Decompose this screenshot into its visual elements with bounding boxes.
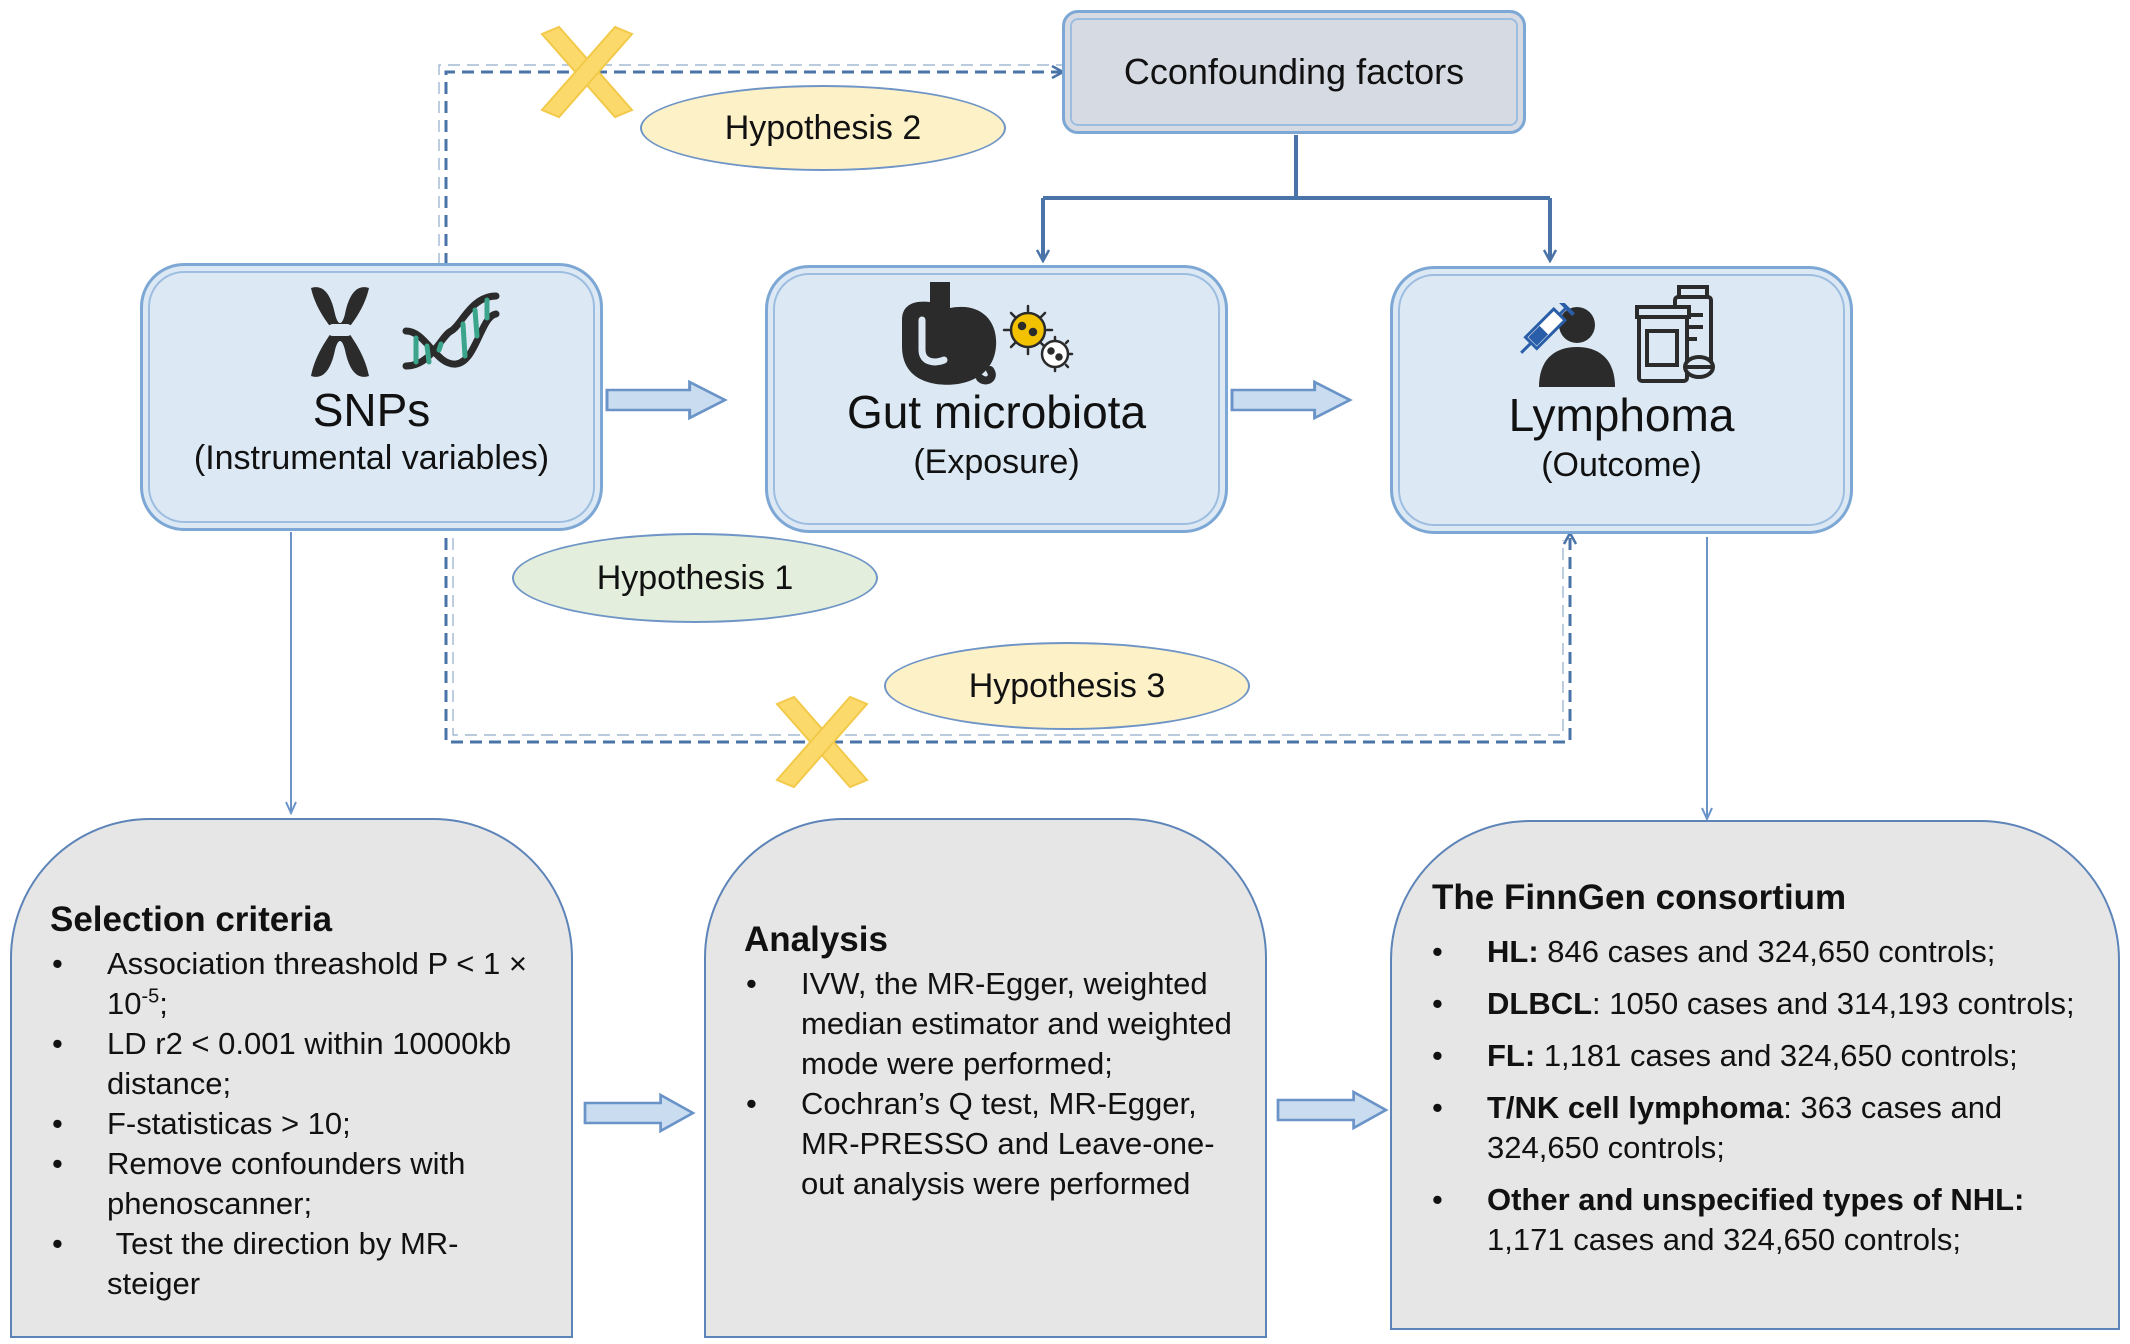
chromosome-icon xyxy=(311,287,369,377)
list-item: •F-statisticas > 10; xyxy=(52,1106,351,1141)
hypothesis-3-ellipse: Hypothesis 3 xyxy=(884,642,1250,730)
gut-microbiota-node: Gut microbiota (Exposure) xyxy=(765,265,1228,533)
analysis-list: •IVW, the MR-Egger, weighted median esti… xyxy=(746,964,1236,1204)
gut-subtitle: (Exposure) xyxy=(913,443,1080,481)
confounding-factors-label: Cconfounding factors xyxy=(1123,51,1465,92)
snps-title: SNPs xyxy=(312,384,431,436)
list-item: •DLBCL: 1050 cases and 314,193 controls; xyxy=(1432,986,2075,1021)
finngen-list: •HL: 846 cases and 324,650 controls; •DL… xyxy=(1432,932,2092,1260)
hypothesis-1-ellipse: Hypothesis 1 xyxy=(512,533,878,623)
hypothesis-2-ellipse: Hypothesis 2 xyxy=(640,85,1006,171)
dna-helix-icon xyxy=(402,292,500,370)
analysis-panel: Analysis •IVW, the MR-Egger, weighted me… xyxy=(704,818,1267,1338)
list-item: •IVW, the MR-Egger, weighted median esti… xyxy=(746,966,1232,1081)
stomach-icon xyxy=(902,282,997,385)
lymphoma-subtitle: (Outcome) xyxy=(1541,446,1702,484)
hypothesis-2-path xyxy=(438,64,1062,265)
hypothesis-2-label: Hypothesis 2 xyxy=(724,108,922,147)
confounding-factors-box: Cconfounding factors xyxy=(1062,10,1526,134)
finngen-title: The FinnGen consortium xyxy=(1432,878,1847,917)
list-item: •Cochran’s Q test, MR-Egger, MR-PRESSO a… xyxy=(746,1086,1215,1201)
selection-criteria-panel: Selection criteria •Association threasho… xyxy=(10,818,573,1338)
analysis-title: Analysis xyxy=(744,920,888,959)
selection-criteria-title: Selection criteria xyxy=(50,900,333,939)
lymphoma-node: Lymphoma (Outcome) xyxy=(1390,266,1853,534)
list-item: •Other and unspecified types of NHL: 1,1… xyxy=(1432,1182,2025,1257)
analysis-to-finngen-arrow xyxy=(1276,1090,1388,1130)
hypothesis-1-label: Hypothesis 1 xyxy=(596,558,794,597)
patient-injection-icon xyxy=(1520,303,1615,387)
list-item: •FL: 1,181 cases and 324,650 controls; xyxy=(1432,1038,2018,1073)
list-item: •HL: 846 cases and 324,650 controls; xyxy=(1432,934,1996,969)
selection-criteria-list: •Association threashold P < 1 × 10-5; •L… xyxy=(52,944,532,1304)
confounder-connectors xyxy=(1043,135,1550,260)
selection-to-analysis-arrow xyxy=(583,1093,695,1133)
snps-to-gut-arrow xyxy=(605,380,727,420)
finngen-panel: The FinnGen consortium •HL: 846 cases an… xyxy=(1390,820,2120,1330)
list-item: • Test the direction by MR-steiger xyxy=(52,1226,459,1301)
list-item: •Remove confounders with phenoscanner; xyxy=(52,1146,466,1221)
list-item: •Association threashold P < 1 × 10-5; xyxy=(52,946,527,1021)
medicine-bottles-icon xyxy=(1635,285,1715,383)
gut-to-lymphoma-arrow xyxy=(1230,380,1352,420)
bacteria-icon xyxy=(1002,304,1074,373)
hypothesis-3-label: Hypothesis 3 xyxy=(968,666,1166,705)
lymphoma-title: Lymphoma xyxy=(1508,389,1735,441)
list-item: •LD r2 < 0.001 within 10000kb distance; xyxy=(52,1026,512,1101)
snps-subtitle: (Instrumental variables) xyxy=(193,439,550,477)
snps-node: SNPs (Instrumental variables) xyxy=(140,263,603,531)
gut-title: Gut microbiota xyxy=(846,386,1147,438)
hypothesis-3-path xyxy=(444,534,1570,744)
list-item: •T/NK cell lymphoma: 363 cases and 324,6… xyxy=(1432,1090,2003,1165)
